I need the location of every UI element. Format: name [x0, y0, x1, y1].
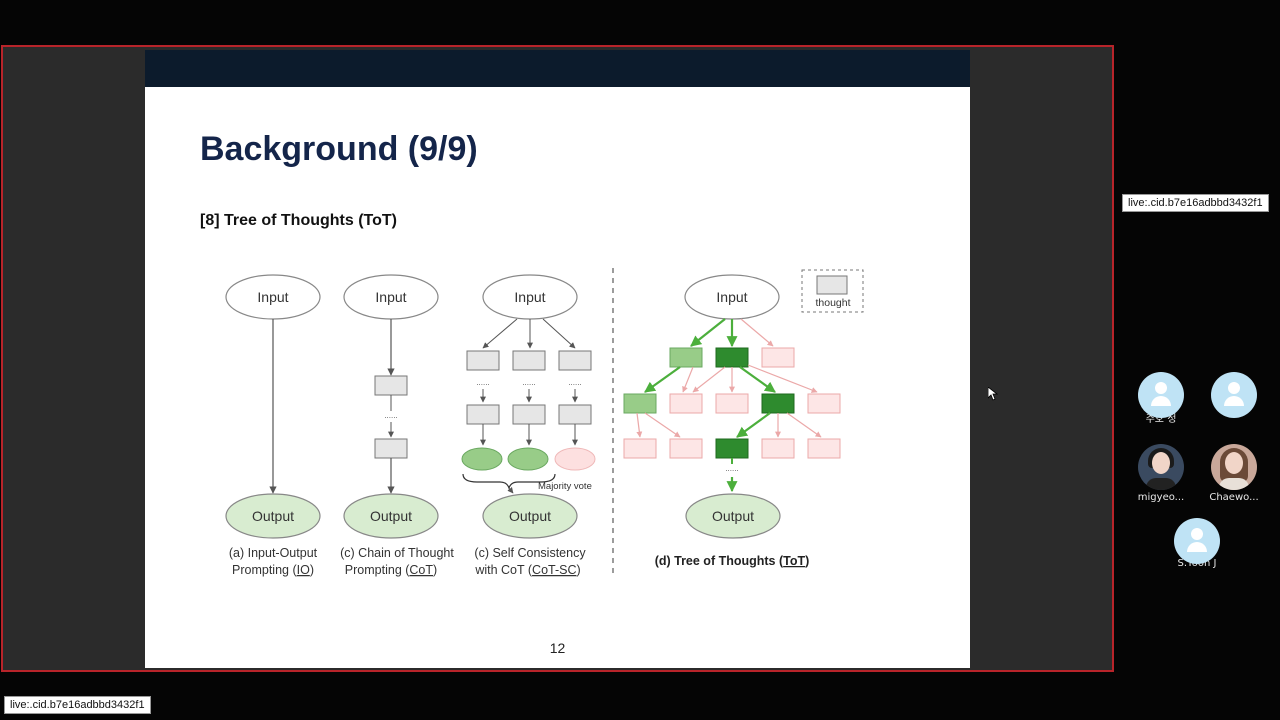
participant-tile[interactable]: migyeo... [1131, 444, 1191, 503]
cotsc-answer-green-1 [461, 447, 503, 471]
tot-output-label: Output [712, 508, 754, 524]
tot-node-2d [761, 393, 795, 414]
tot-edge-2e [739, 366, 776, 393]
thought-legend-label: thought [815, 297, 850, 309]
cotsc-caption-line1: (c) Self Consistency [474, 546, 586, 560]
slide-title: Background (9/9) [200, 130, 478, 168]
cotsc-dots-1: ...... [476, 378, 489, 387]
tot-caption: (d) Tree of Thoughts (ToT) [655, 554, 810, 568]
tot-edge-1a [690, 318, 726, 347]
cotsc-thought-3b [558, 404, 592, 425]
tot-node-3c [715, 438, 749, 459]
io-diagram: Input Output (a) Input-Output Prompting … [225, 274, 321, 577]
tot-edge-2f [747, 364, 818, 393]
tot-edge-2a [644, 366, 681, 393]
thought-legend-box [816, 275, 848, 295]
default-avatar-icon [1174, 518, 1220, 564]
cotsc-arrow-out [507, 486, 514, 494]
slide-page-number: 12 [549, 640, 566, 656]
participant-tile[interactable] [1204, 372, 1264, 420]
cot-caption-line1: (c) Chain of Thought [340, 546, 454, 560]
tot-node-3d [761, 438, 795, 459]
tot-tree-diagram: thought Input [623, 269, 864, 568]
cotsc-dots-2: ...... [522, 378, 535, 387]
cotsc-arrow-left [482, 318, 518, 349]
participant-tile[interactable]: S.Yoon J [1167, 518, 1227, 569]
tot-edge-3b [644, 412, 681, 438]
tot-edge-2b [682, 366, 694, 393]
cotsc-thought-2a [512, 350, 546, 371]
majority-vote-label: Majority vote [538, 481, 592, 492]
tot-node-2a [623, 393, 657, 414]
tot-edge-1c [740, 318, 774, 347]
default-avatar-icon [1138, 372, 1184, 418]
cotsc-output-node [482, 493, 578, 539]
cotsc-thought-2b [512, 404, 546, 425]
thought-legend-frame [801, 269, 864, 313]
slide-header-bar [145, 50, 970, 87]
cotsc-input-label: Input [514, 289, 545, 305]
cotsc-answer-pink [554, 447, 596, 471]
io-caption-line1: (a) Input-Output [229, 546, 318, 560]
tot-edge-3c [736, 412, 771, 438]
tot-node-3b [669, 438, 703, 459]
cot-output-label: Output [370, 508, 412, 524]
tot-dots: ...... [725, 464, 738, 473]
tot-edge-3a [636, 412, 643, 438]
tot-node-2b [669, 393, 703, 414]
tot-edge-3e [786, 412, 822, 438]
photo-avatar [1211, 444, 1257, 490]
cot-caption-line2: Prompting (CoT) [345, 563, 437, 577]
cotsc-thought-1b [466, 404, 500, 425]
participant-tile[interactable]: 주호 정 [1131, 372, 1191, 425]
cotsc-dots-3: ...... [568, 378, 581, 387]
tot-node-2e [807, 393, 841, 414]
tot-node-2c [715, 393, 749, 414]
presentation-slide: Background (9/9) [8] Tree of Thoughts (T… [145, 50, 970, 668]
tot-node-3e [807, 438, 841, 459]
io-caption-line2: Prompting (IO) [232, 563, 314, 577]
cotsc-caption-line2: with CoT (CoT-SC) [474, 563, 580, 577]
io-output-node [225, 493, 321, 539]
cot-input-label: Input [375, 289, 406, 305]
live-id-label-bottom: live:.cid.b7e16adbbd3432f1 [4, 696, 151, 714]
participant-tile[interactable]: Chaewo... [1204, 444, 1264, 503]
tot-output-node [685, 493, 781, 539]
cotsc-diagram: Input ...... ...... ...... Majority vote [461, 274, 596, 577]
cot-diagram: Input ...... Output (c) Chain of Thought… [340, 274, 454, 577]
io-input-label: Input [257, 289, 288, 305]
cot-thought-1 [374, 375, 408, 396]
tot-node-3a [623, 438, 657, 459]
participant-name: 주호 정 [1145, 414, 1177, 425]
tot-node-1b [715, 347, 749, 368]
participant-name: Chaewo... [1209, 492, 1259, 503]
cotsc-arrow-right [542, 318, 576, 349]
cot-dots: ...... [384, 411, 397, 420]
default-avatar-icon [1211, 372, 1257, 418]
participant-panel: 주호 정 migyeo... Chaewo... S.Yoon J [1120, 360, 1280, 580]
tot-edge-2c [692, 366, 726, 393]
io-output-label: Output [252, 508, 294, 524]
participant-name: migyeo... [1137, 492, 1185, 503]
cotsc-thought-3a [558, 350, 592, 371]
tot-node-1a [669, 347, 703, 368]
photo-avatar [1138, 444, 1184, 490]
tot-input-label: Input [716, 289, 747, 305]
slide-subtitle: [8] Tree of Thoughts (ToT) [200, 212, 398, 229]
cotsc-output-label: Output [509, 508, 551, 524]
tot-node-1c [761, 347, 795, 368]
live-id-label-right: live:.cid.b7e16adbbd3432f1 [1122, 194, 1269, 212]
cotsc-answer-green-2 [507, 447, 549, 471]
tot-diagram: Input Output (a) Input-Output Prompting … [225, 268, 864, 577]
cot-output-node [343, 493, 439, 539]
cotsc-thought-1a [466, 350, 500, 371]
mouse-cursor-icon [988, 387, 998, 401]
cot-thought-2 [374, 438, 408, 459]
